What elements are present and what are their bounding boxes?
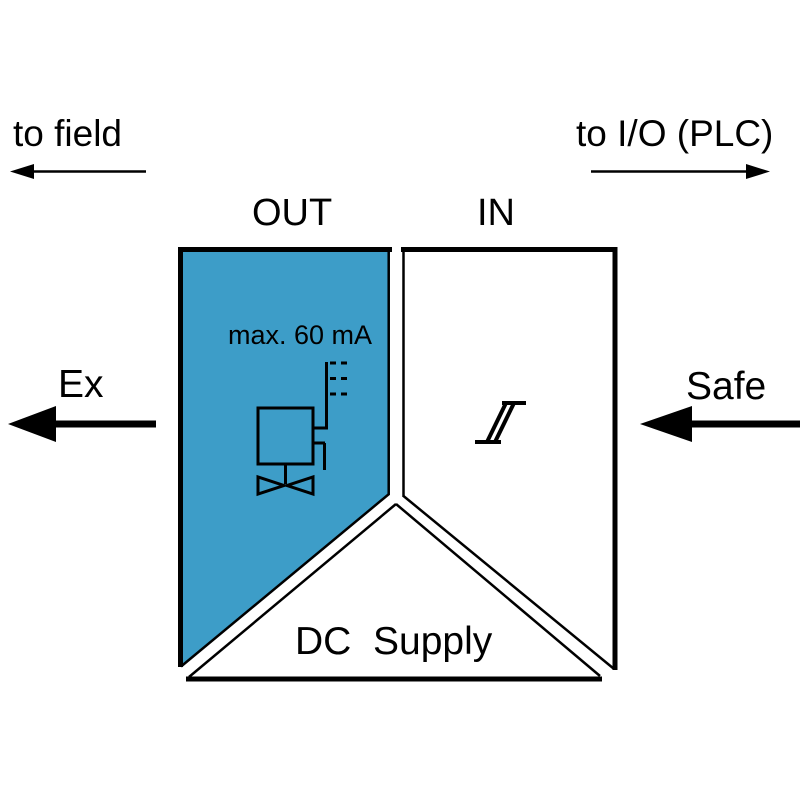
ex-side-label: Ex xyxy=(58,363,104,406)
thin-right-arrow-icon xyxy=(591,164,770,179)
dc-triangle-right-edge xyxy=(395,503,601,677)
dc-triangle-left-edge xyxy=(188,503,397,678)
hysteresis-slant-left xyxy=(485,402,508,443)
out-panel-shape xyxy=(178,247,392,668)
dc-supply-triangle xyxy=(186,503,602,682)
hysteresis-icon xyxy=(475,401,526,444)
ex-thick-left-arrow-icon xyxy=(8,406,156,442)
to-field-label: to field xyxy=(13,113,123,154)
safe-side-label: Safe xyxy=(686,365,767,408)
in-panel-label: IN xyxy=(477,192,515,234)
solenoid-valve-icon xyxy=(256,361,349,497)
in-panel-shape xyxy=(401,247,618,670)
in-panel-diagonal-border xyxy=(402,495,615,670)
max-current-note: max. 60 mA xyxy=(228,320,373,350)
to-io-plc-label: to I/O (PLC) xyxy=(576,113,774,154)
out-panel-diagonal-border xyxy=(180,493,390,668)
safe-thick-left-arrow-icon xyxy=(640,406,800,442)
valve-body-left-triangle xyxy=(256,474,289,497)
in-panel-fill xyxy=(403,249,615,670)
out-panel-label: OUT xyxy=(252,192,333,234)
io-arrow-head xyxy=(746,164,770,179)
out-panel-fill xyxy=(181,249,390,667)
valve-body-right-triangle xyxy=(282,474,315,497)
safe-arrow-head xyxy=(640,406,692,442)
field-arrow-head xyxy=(10,164,34,179)
dc-supply-label: DC Supply xyxy=(295,620,493,663)
hysteresis-slant-right xyxy=(493,402,516,443)
ex-arrow-head xyxy=(8,406,56,442)
thin-left-arrow-icon xyxy=(10,164,146,179)
